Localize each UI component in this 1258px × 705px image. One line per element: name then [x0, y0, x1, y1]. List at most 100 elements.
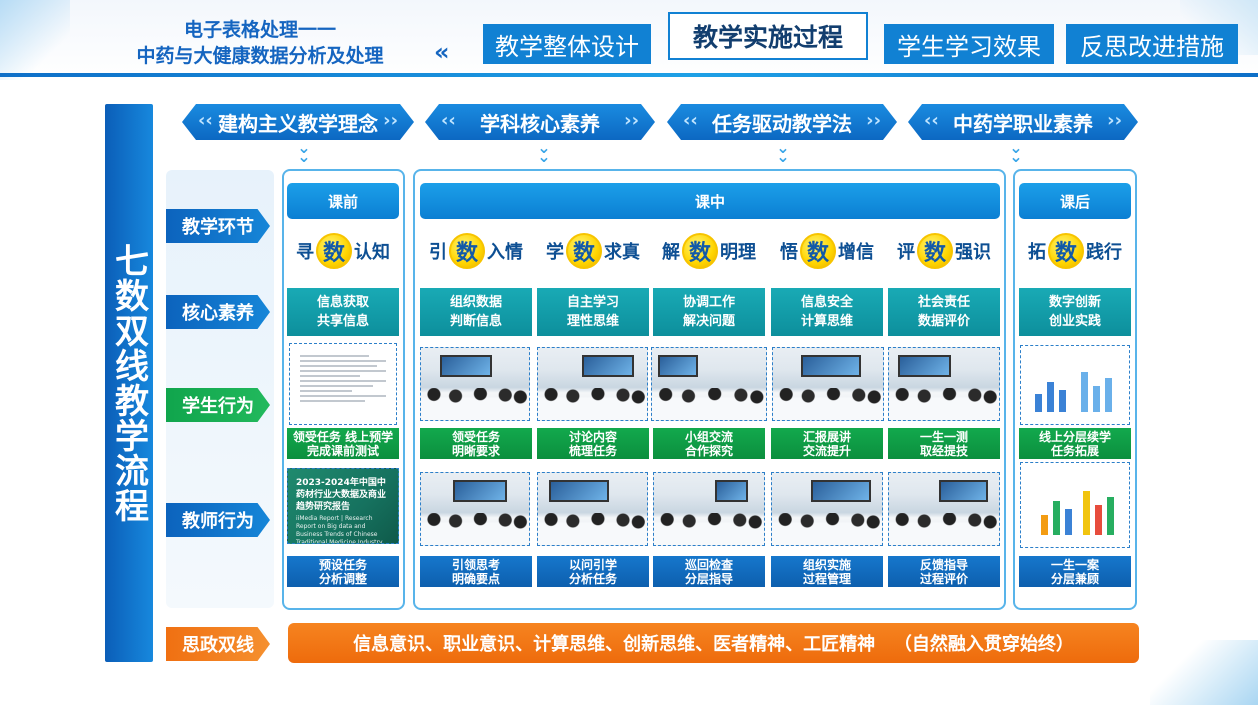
action-line1: 引领思考: [451, 557, 500, 572]
vertical-title-panel: 七数双线教学流程: [105, 104, 153, 662]
classroom-photo: [537, 472, 648, 546]
chevron-down-icon: ⌄⌄: [537, 138, 551, 166]
classroom-photo: [888, 472, 1000, 546]
vertical-title: 七数双线教学流程: [108, 243, 149, 523]
chevron-left-icon: ‹‹: [198, 110, 213, 131]
step-suffix: 明理: [720, 242, 756, 263]
teacher-action-box: 以问引学分析任务: [537, 556, 649, 587]
core-literacy-box: 信息安全计算思维: [771, 288, 883, 336]
action-line1: 一生一案: [1050, 557, 1099, 572]
core-literacy-box: 数字创新创业实践: [1019, 288, 1131, 336]
classroom-photo: [771, 472, 883, 546]
tab-reflection-improvement[interactable]: 反思改进措施: [1066, 24, 1238, 64]
action-line2: 任务拓展: [1050, 443, 1099, 458]
shu-badge: 数: [917, 233, 953, 269]
core-literacy-box: 社会责任数据评价: [888, 288, 1000, 336]
chevron-down-icon: ⌄⌄: [776, 138, 790, 166]
action-line2: 交流提升: [802, 443, 851, 458]
chevron-down-icon: ⌄⌄: [1009, 138, 1023, 166]
row-label-steps: 教学环节: [166, 209, 270, 243]
shu-badge: 数: [1048, 233, 1084, 269]
layered-learning-dashboard-image: [1020, 345, 1130, 425]
action-line2: 完成课前测试: [306, 443, 379, 458]
core-line2: 共享信息: [316, 314, 369, 329]
teacher-action-box: 预设任务分析调整: [287, 556, 399, 587]
action-line2: 取经提技: [919, 443, 968, 458]
report-title-en: iiMedia Report | Research Report on Big …: [296, 515, 383, 544]
banner-label: 学科核心素养: [480, 111, 600, 136]
report-title-cn: 2023-2024年中国中药材行业大数据及商业趋势研究报告: [296, 478, 387, 512]
row-label-student: 学生行为: [166, 388, 270, 422]
chevron-left-icon: ‹‹: [683, 110, 698, 131]
core-literacy-box: 自主学习理性思维: [537, 288, 649, 336]
step-suffix: 强识: [955, 242, 991, 263]
course-title-line2: 中药与大健康数据分析及处理: [136, 45, 384, 67]
step-prefix: 解: [662, 242, 680, 263]
tab-implementation-process[interactable]: 教学实施过程: [668, 12, 868, 60]
teacher-action-box: 组织实施过程管理: [771, 556, 883, 587]
step-prefix: 拓: [1028, 242, 1046, 263]
student-action-box: 线上分层续学任务拓展: [1019, 428, 1131, 459]
action-line1: 一生一测: [919, 429, 968, 444]
action-line1: 领受任务 线上预学: [292, 429, 394, 444]
banner-label: 中药学职业素养: [953, 111, 1093, 136]
classroom-photo: [420, 347, 530, 421]
action-line2: 明确要点: [451, 571, 500, 586]
industry-report-cover-image: 2023-2024年中国中药材行业大数据及商业趋势研究报告 iiMedia Re…: [287, 468, 399, 544]
action-line1: 小组交流: [684, 429, 733, 444]
row-label-teacher: 教师行为: [166, 503, 270, 537]
classroom-photo: [888, 347, 1000, 421]
action-line2: 分层兼顾: [1050, 571, 1099, 586]
core-literacy-box: 组织数据判断信息: [420, 288, 532, 336]
step-xun-shu: 寻 数 认知: [287, 231, 399, 271]
student-action-box: 小组交流合作探究: [653, 428, 765, 459]
action-line2: 过程管理: [802, 571, 851, 586]
action-line1: 线上分层续学: [1038, 429, 1111, 444]
action-line1: 以问引学: [568, 557, 617, 572]
row-label-sizheng: 思政双线: [166, 627, 270, 661]
student-action-box: 领受任务 线上预学完成课前测试: [287, 428, 399, 459]
action-line1: 讨论内容: [568, 429, 617, 444]
classroom-photo: [420, 472, 530, 546]
shu-badge: 数: [449, 233, 485, 269]
action-line2: 明晰要求: [451, 443, 500, 458]
chevron-right-icon: ››: [866, 110, 881, 131]
step-ping-shu: 评 数 强识: [888, 231, 1000, 271]
core-line1: 社会责任: [917, 295, 970, 310]
classroom-photo: [772, 347, 884, 421]
banner-constructivism: ‹‹ 建构主义教学理念 ››: [182, 104, 414, 140]
row-label-core: 核心素养: [166, 295, 270, 329]
pre-study-document-image: [289, 343, 397, 425]
stage-head-post: 课后: [1019, 183, 1131, 219]
chevron-left-icon: ‹‹: [924, 110, 939, 131]
step-yin-shu: 引 数 入情: [420, 231, 532, 271]
shu-badge: 数: [316, 233, 352, 269]
student-action-box: 汇报展讲交流提升: [771, 428, 883, 459]
step-suffix: 认知: [354, 242, 390, 263]
step-xue-shu: 学 数 求真: [537, 231, 649, 271]
action-line1: 预设任务: [318, 557, 367, 572]
step-prefix: 评: [897, 242, 915, 263]
step-tuo-shu: 拓 数 践行: [1019, 231, 1131, 271]
individual-plan-chart-image: [1020, 462, 1130, 548]
step-suffix: 入情: [487, 242, 523, 263]
step-wu-shu: 悟 数 增信: [771, 231, 883, 271]
core-line2: 理性思维: [566, 314, 619, 329]
stage-head-in: 课中: [420, 183, 1000, 219]
chevron-right-icon: ››: [1107, 110, 1122, 131]
core-line2: 判断信息: [449, 314, 502, 329]
tab-overall-design[interactable]: 教学整体设计: [483, 24, 651, 64]
step-prefix: 引: [429, 242, 447, 263]
classroom-photo: [537, 347, 648, 421]
banner-task-driven: ‹‹ 任务驱动教学法 ››: [667, 104, 897, 140]
student-action-box: 领受任务明晰要求: [420, 428, 532, 459]
step-jie-shu: 解 数 明理: [653, 231, 765, 271]
banner-professional-literacy: ‹‹ 中药学职业素养 ››: [908, 104, 1138, 140]
ideological-thread-text: 信息意识、职业意识、计算思维、创新思维、医者精神、工匠精神 （自然融入贯穿始终）: [353, 634, 1074, 655]
core-literacy-box: 协调工作解决问题: [653, 288, 765, 336]
action-line2: 分层指导: [684, 571, 733, 586]
core-line2: 计算思维: [800, 314, 853, 329]
tab-learning-effect[interactable]: 学生学习效果: [884, 24, 1054, 64]
shu-badge: 数: [800, 233, 836, 269]
stage-head-pre: 课前: [287, 183, 399, 219]
